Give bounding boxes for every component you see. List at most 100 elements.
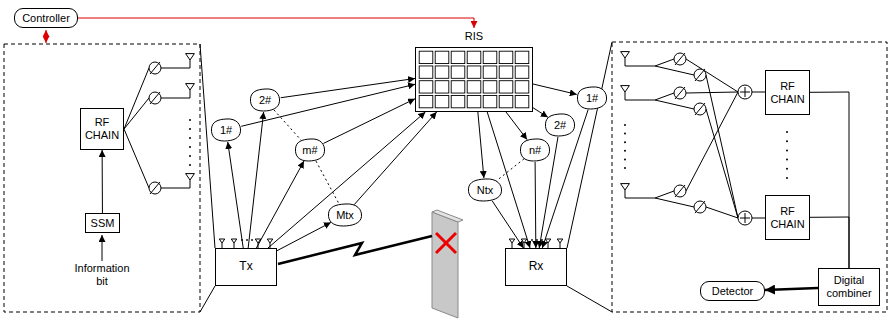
ellipsis-dot — [786, 131, 788, 133]
phase-shifter — [149, 62, 161, 74]
process-box: RF CHAIN — [765, 195, 810, 240]
ellipsis-dot — [624, 124, 626, 126]
antenna-symbol — [231, 239, 237, 243]
antenna-feed — [625, 100, 655, 101]
antenna-feed — [655, 66, 694, 75]
node-text: 2# — [259, 94, 271, 107]
scatter-cluster: Ntx — [467, 178, 503, 202]
antenna-feed — [625, 66, 655, 67]
phase-shifter-slash — [675, 87, 685, 99]
connector — [542, 110, 588, 248]
node-text: Digital combiner — [822, 274, 876, 299]
node-text: n# — [529, 144, 541, 157]
combiner-feed — [706, 207, 738, 218]
antenna-feed — [655, 59, 674, 66]
connector — [323, 99, 415, 144]
connector — [810, 217, 849, 268]
connector — [281, 78, 415, 97]
obstacle-wall — [432, 212, 458, 318]
ellipsis-dot — [786, 168, 788, 170]
antenna-feed — [161, 98, 190, 99]
phase-shifter-slash — [150, 62, 160, 74]
phase-shifter-slash — [150, 182, 160, 194]
phase-shifter — [149, 92, 161, 104]
adder-output — [752, 92, 765, 93]
scatter-cluster: 1# — [576, 86, 608, 110]
ris-element — [419, 66, 433, 78]
node-text: RF CHAIN — [84, 116, 120, 141]
process-box: RF CHAIN — [765, 70, 810, 115]
connector — [102, 150, 103, 213]
node-text: RF CHAIN — [769, 205, 806, 230]
ris-element — [467, 51, 481, 63]
ellipsis-dot — [786, 159, 788, 161]
ris-element — [515, 81, 529, 93]
ris-element — [483, 95, 497, 107]
antenna-feed — [161, 188, 190, 189]
ris-element — [419, 81, 433, 93]
projection-line — [200, 44, 215, 248]
ellipsis-dot — [246, 239, 248, 241]
ellipsis-dot — [189, 155, 191, 157]
ellipsis-dot — [189, 119, 191, 121]
ellipsis-dot — [189, 146, 191, 148]
ris-element — [435, 51, 449, 63]
ris-panel: RIS — [415, 28, 533, 112]
node-text: 1# — [586, 92, 598, 105]
ris-element — [499, 66, 513, 78]
antenna-symbol — [509, 239, 515, 243]
ris-element — [499, 51, 513, 63]
rf-feed — [124, 98, 149, 129]
phase-shifter — [694, 69, 706, 81]
cluster-blob — [577, 87, 606, 109]
antenna-feed — [625, 198, 655, 199]
antenna-feed — [190, 180, 191, 188]
antenna-feed — [190, 90, 191, 98]
phase-shifter — [674, 87, 686, 99]
antenna-symbol — [186, 54, 195, 60]
cluster-blob — [468, 179, 501, 201]
ellipsis-dot — [189, 164, 191, 166]
antenna-feed — [625, 58, 626, 66]
ris-element — [419, 95, 433, 107]
rf-feed — [124, 68, 149, 129]
phase-shifter-slash — [695, 69, 705, 81]
antenna-feed — [625, 92, 626, 100]
scatter-cluster: 2# — [249, 88, 281, 112]
ellipsis-dot — [624, 133, 626, 135]
adder-symbol — [738, 85, 752, 99]
antenna-feed — [625, 190, 626, 198]
connector — [478, 112, 484, 178]
phase-shifter-slash — [695, 201, 705, 213]
ellipsis-dot — [189, 128, 191, 130]
node-text: SSM — [91, 217, 115, 230]
combiner-feed — [686, 92, 738, 93]
node-text: RIS — [465, 30, 483, 43]
adder-output — [752, 218, 765, 219]
ris-element — [467, 95, 481, 107]
input-label: Information bit — [68, 262, 136, 287]
ellipsis-dot — [251, 239, 253, 241]
ris-frame — [416, 48, 533, 112]
phase-shifter — [149, 182, 161, 194]
phase-shifter-slash — [695, 103, 705, 115]
projection-line — [200, 286, 215, 312]
connector — [228, 142, 243, 248]
node-text: 2# — [554, 119, 566, 132]
ris-element — [483, 81, 497, 93]
connector — [533, 108, 548, 117]
adder-symbol — [738, 211, 752, 225]
node-text: Tx — [239, 260, 252, 274]
ris-element — [515, 51, 529, 63]
rounded-box: Detector — [700, 281, 765, 301]
ris-element — [419, 51, 433, 63]
ris-grid — [415, 47, 533, 112]
antenna-symbol — [557, 239, 563, 243]
ris-element — [435, 81, 449, 93]
ris-element — [467, 66, 481, 78]
connector — [354, 112, 436, 205]
blocked-cross — [436, 233, 456, 253]
phase-shifter — [694, 201, 706, 213]
antenna-symbol — [186, 174, 195, 180]
combiner-feed — [706, 109, 738, 218]
